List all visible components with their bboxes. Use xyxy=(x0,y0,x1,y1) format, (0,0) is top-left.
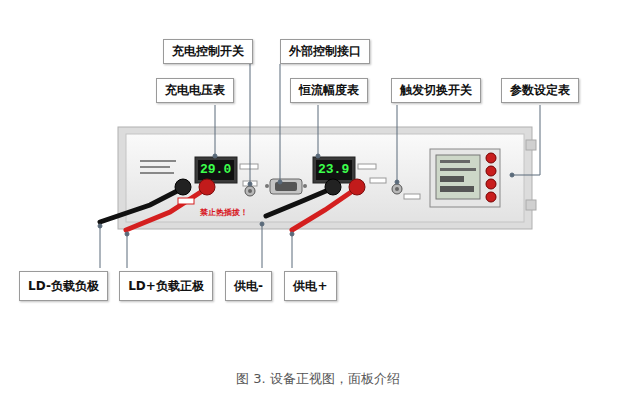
figure-caption: 图 3. 设备正视图，面板介绍 xyxy=(236,370,400,388)
callout-text: 外部控制接口 xyxy=(289,43,361,60)
callout-text: 供电+ xyxy=(293,278,327,295)
callout-box: LD-负载负极 xyxy=(19,271,108,301)
callout-box: 恒流幅度表 xyxy=(290,78,368,103)
callout-text: LD+负载正极 xyxy=(128,278,204,295)
callout-box: 供电+ xyxy=(284,271,337,301)
callout-text: 参数设定表 xyxy=(510,82,570,99)
callout-box: 供电- xyxy=(225,271,272,301)
callout-box: LD+负载正极 xyxy=(119,271,213,301)
callout-text: 触发切换开关 xyxy=(400,82,472,99)
warning-text: 禁止热插拔！ xyxy=(200,207,248,218)
callout-box: 外部控制接口 xyxy=(280,39,370,64)
callout-text: 供电- xyxy=(234,278,263,295)
callout-text: 充电电压表 xyxy=(165,82,225,99)
callout-text: LD-负载负极 xyxy=(28,278,99,295)
callout-text: 充电控制开关 xyxy=(172,43,244,60)
callout-text: 恒流幅度表 xyxy=(299,82,359,99)
callout-box: 参数设定表 xyxy=(501,78,579,103)
meter-reading: 29.0 xyxy=(200,162,231,177)
callout-box: 充电控制开关 xyxy=(163,39,253,64)
meter-reading: 23.9 xyxy=(318,162,349,177)
callout-box: 充电电压表 xyxy=(156,78,234,103)
callout-box: 触发切换开关 xyxy=(391,78,481,103)
